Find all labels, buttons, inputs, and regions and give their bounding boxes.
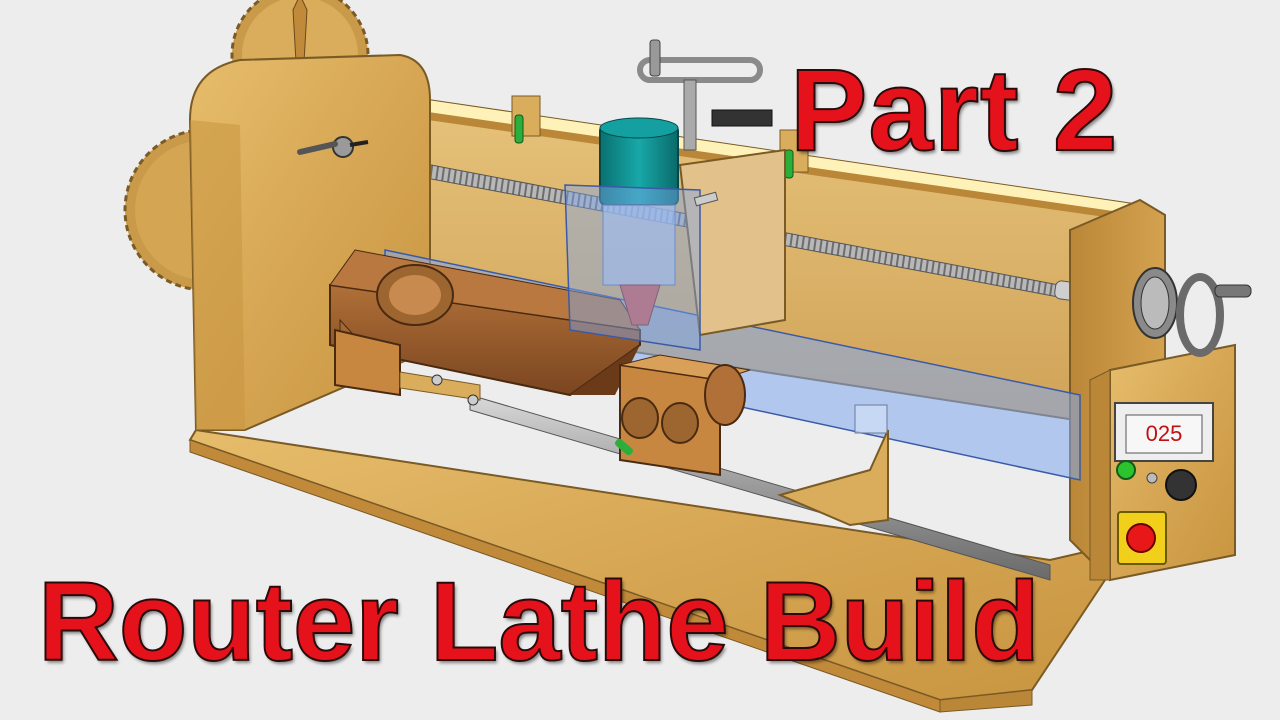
tool-rest: [399, 371, 481, 406]
tensioner-bolt: [297, 136, 369, 158]
main-title: Router Lathe Build: [37, 559, 1041, 684]
right-end-assembly: [1069, 198, 1252, 582]
carriage-block: [614, 354, 751, 477]
tailstock-support: [334, 328, 401, 397]
speed-readout: 025: [1145, 421, 1183, 446]
router-assembly: [564, 39, 786, 351]
steady-rest: [776, 429, 889, 527]
part-title: Part 2: [789, 45, 1119, 175]
